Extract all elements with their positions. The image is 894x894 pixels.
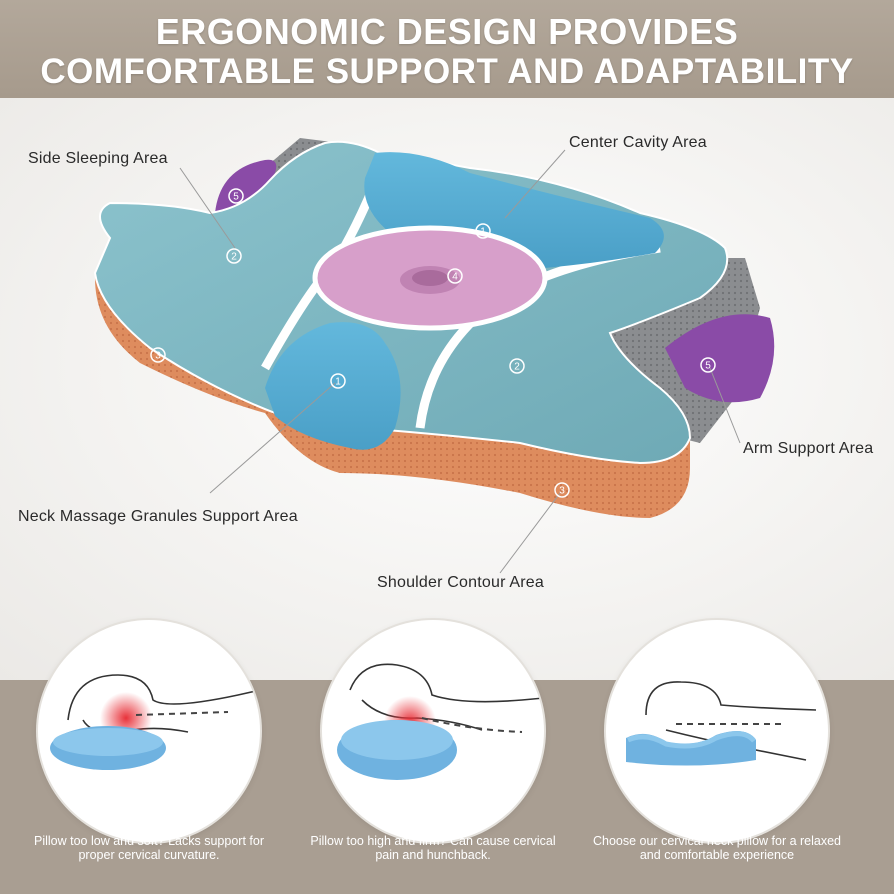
header-banner — [0, 0, 894, 98]
marker-1-front: 1 — [335, 377, 341, 388]
marker-layer: 5 2 1 4 3 1 2 5 3 — [150, 188, 716, 498]
comparison-cervical-pillow — [606, 620, 828, 842]
marker-5-left: 5 — [233, 192, 239, 203]
label-center-cavity-area: Center Cavity Area — [569, 134, 707, 151]
marker-3-left: 3 — [155, 351, 161, 362]
marker-2-right: 2 — [514, 362, 520, 373]
marker-5-right: 5 — [705, 361, 711, 372]
headline-line-1: ERGONOMIC DESIGN PROVIDES — [155, 11, 739, 52]
pillow-orange-side — [95, 273, 690, 518]
label-arm-support-area: Arm Support Area — [743, 440, 874, 457]
caption-cervical-pillow: Choose our cervical neck pillow for a re… — [592, 834, 842, 862]
label-side-sleeping-area: Side Sleeping Area — [28, 150, 168, 167]
label-shoulder-contour-area: Shoulder Contour Area — [377, 574, 544, 591]
headline-line-2: COMFORTABLE SUPPORT AND ADAPTABILITY — [40, 52, 854, 91]
marker-3-right: 3 — [559, 486, 565, 497]
arm-support-right — [665, 314, 775, 403]
comparison-high-pillow — [322, 620, 544, 842]
marker-1-back: 1 — [480, 227, 486, 238]
label-neck-massage-area: Neck Massage Granules Support Area — [18, 508, 298, 525]
caption-low-pillow: Pillow too low and soft? Lacks support f… — [34, 834, 264, 862]
marker-2-left: 2 — [231, 252, 237, 263]
marker-4: 4 — [452, 272, 458, 283]
comparison-low-pillow — [38, 620, 260, 842]
pillow-illustration — [93, 138, 775, 574]
caption-high-pillow: Pillow too high and firm? Can cause cerv… — [310, 834, 556, 862]
